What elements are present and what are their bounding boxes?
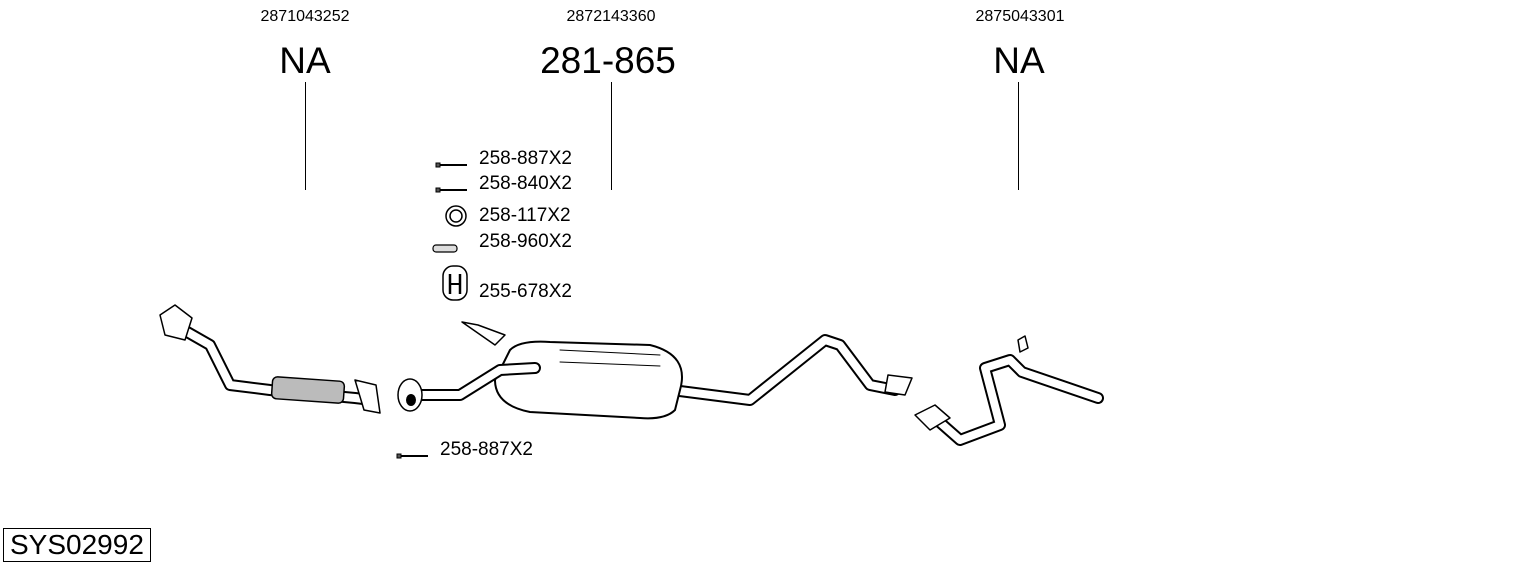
part-number-middle-silencer[interactable]: 281-865 <box>540 40 676 81</box>
accessory-label[interactable]: 258-887X2 <box>479 148 572 169</box>
oe-number-tail-pipe: 2875043301 <box>975 8 1065 25</box>
part-number-front-pipe[interactable]: NA <box>279 40 331 81</box>
sleeve-icon <box>432 244 458 253</box>
bolt-icon <box>396 453 428 459</box>
bolt-icon <box>435 187 467 193</box>
leader-line <box>1018 82 1019 190</box>
system-code: SYS02992 <box>3 528 151 562</box>
accessory-label[interactable]: 258-117X2 <box>479 205 571 226</box>
ring-gasket-icon <box>445 205 467 227</box>
bolt-icon <box>435 162 467 168</box>
part-number-tail-pipe[interactable]: NA <box>993 40 1045 81</box>
leader-line <box>305 82 306 190</box>
rubber-hanger-icon <box>442 265 468 301</box>
middle-silencer <box>397 321 913 420</box>
tail-pipe <box>914 335 1104 446</box>
front-pipe <box>159 304 381 414</box>
accessory-label[interactable]: 255-678X2 <box>479 281 572 302</box>
oe-number-front-pipe: 2871043252 <box>260 8 350 25</box>
accessory-label[interactable]: 258-960X2 <box>479 231 572 252</box>
accessory-label[interactable]: 258-887X2 <box>440 439 533 460</box>
leader-line <box>611 82 612 190</box>
accessory-label[interactable]: 258-840X2 <box>479 173 572 194</box>
oe-number-middle-silencer: 2872143360 <box>566 8 656 25</box>
